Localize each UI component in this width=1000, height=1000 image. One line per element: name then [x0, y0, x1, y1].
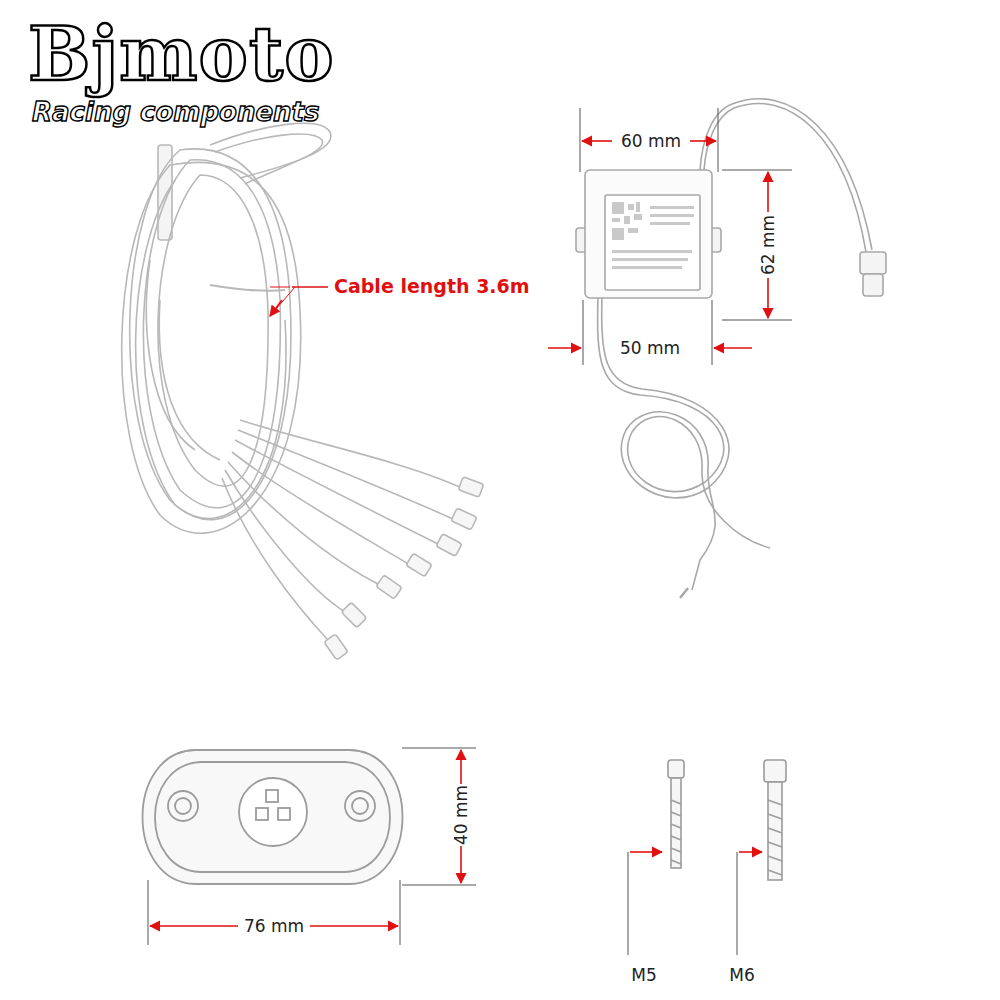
dimension-label: 50 mm: [620, 339, 680, 358]
controller-box: [576, 99, 886, 598]
screw-size-label: M6: [729, 966, 754, 985]
brand-tagline: Racing components: [32, 98, 319, 127]
rock-light-pod: [143, 750, 403, 884]
mounting-screws: [668, 760, 786, 880]
brand-logo: Bjmoto: [28, 14, 335, 95]
cable-length-callout: Cable length 3.6m: [334, 276, 530, 297]
dimension-arrows: [150, 141, 768, 926]
cable-harness: [122, 123, 484, 660]
dimension-label: 40 mm: [452, 785, 471, 845]
extension-lines: [148, 108, 792, 955]
dimension-label: 60 mm: [621, 132, 681, 151]
screw-size-label: M5: [631, 966, 656, 985]
dimension-label: 62 mm: [759, 215, 778, 275]
dimension-label: 76 mm: [244, 917, 304, 936]
